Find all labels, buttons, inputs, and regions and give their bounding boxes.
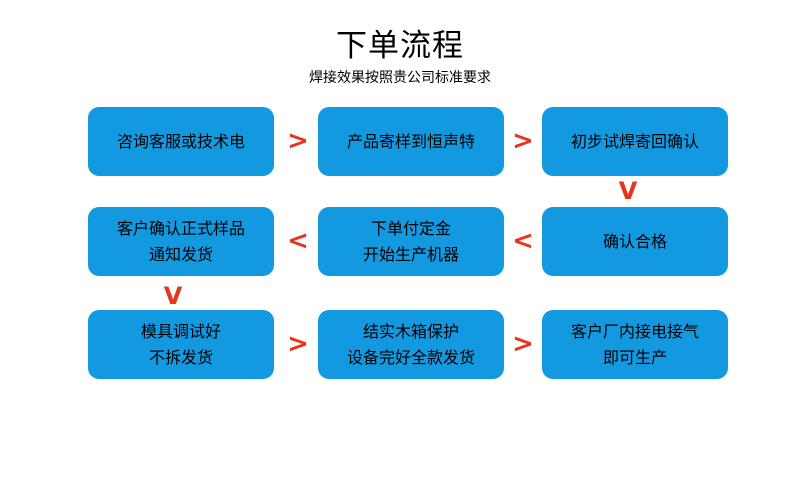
flow-node-line: 通知发货	[148, 244, 213, 264]
flow-node-line: 设备完好全款发货	[346, 347, 475, 367]
arrow-left-icon: <	[287, 226, 309, 256]
flow-row-2: 客户确认正式样品 通知发货 下单付定金 开始生产机器 确认合格	[0, 207, 800, 277]
flow-node-line: 下单付定金	[370, 218, 451, 238]
flow-node-line: 产品寄样到恒声特	[346, 131, 475, 151]
flow-node-order-deposit-production[interactable]: 下单付定金 开始生产机器	[318, 207, 504, 276]
page-title: 下单流程	[336, 28, 464, 64]
flow-row-3: 模具调试好 不拆发货 结实木箱保护 设备完好全款发货 客户厂内接电接气 即可生产	[0, 310, 800, 380]
flow-node-onsite-power-air-ready[interactable]: 客户厂内接电接气 即可生产	[542, 310, 728, 379]
arrow-down-icon: V	[618, 177, 638, 205]
flow-node-line: 客户确认正式样品	[116, 218, 245, 238]
arrow-right-icon: >	[512, 329, 534, 359]
flow-node-line: 结实木箱保护	[362, 321, 459, 341]
arrow-right-icon: >	[287, 329, 309, 359]
flow-node-line: 开始生产机器	[362, 244, 459, 264]
flow-node-line: 咨询客服或技术电	[116, 131, 245, 151]
flow-node-wooden-crate-full-payment[interactable]: 结实木箱保护 设备完好全款发货	[318, 310, 504, 379]
flow-node-line: 确认合格	[602, 231, 667, 251]
flow-node-customer-confirm-sample[interactable]: 客户确认正式样品 通知发货	[88, 207, 274, 276]
arrow-right-icon: >	[512, 126, 534, 156]
flow-node-mold-tuned-no-disassembly[interactable]: 模具调试好 不拆发货	[88, 310, 274, 379]
flowchart-header: 下单流程 焊接效果按照贵公司标准要求	[0, 26, 800, 88]
flow-node-line: 模具调试好	[140, 321, 221, 341]
arrow-right-icon: >	[287, 126, 309, 156]
flow-node-consult-service[interactable]: 咨询客服或技术电	[88, 107, 274, 176]
flow-node-send-sample[interactable]: 产品寄样到恒声特	[318, 107, 504, 176]
flow-node-confirm-qualified[interactable]: 确认合格	[542, 207, 728, 276]
flow-node-line: 即可生产	[602, 347, 667, 367]
flow-node-line: 不拆发货	[148, 347, 213, 367]
flow-node-line: 初步试焊寄回确认	[570, 131, 699, 151]
arrow-down-icon: V	[163, 282, 183, 310]
arrow-left-icon: <	[512, 226, 534, 256]
flow-node-trial-weld-return[interactable]: 初步试焊寄回确认	[542, 107, 728, 176]
flow-row-1: 咨询客服或技术电 产品寄样到恒声特 初步试焊寄回确认	[0, 107, 800, 177]
page-subtitle: 焊接效果按照贵公司标准要求	[309, 70, 491, 86]
flow-node-line: 客户厂内接电接气	[570, 321, 699, 341]
